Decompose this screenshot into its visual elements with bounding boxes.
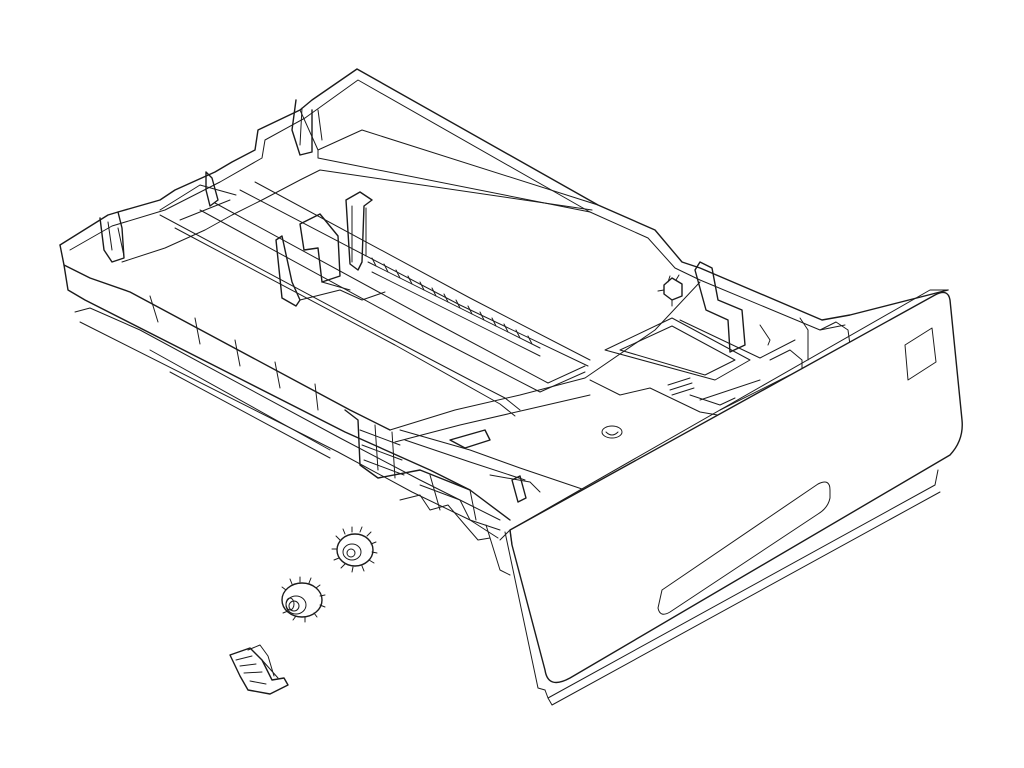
lift-lever-body <box>229 647 289 695</box>
floor-rack-base <box>367 261 541 357</box>
tray-left-rail-bottom <box>149 349 331 459</box>
front-label-window <box>904 327 937 381</box>
center-hole-inner <box>605 431 619 436</box>
left-rear-post-inner <box>107 221 125 257</box>
gear-large-teeth <box>331 526 378 573</box>
lift-lever <box>229 644 289 695</box>
rear-center-post-inner <box>299 107 323 146</box>
tray-left-wall-bottom <box>63 264 511 521</box>
floor-groove-6 <box>254 181 591 361</box>
front-left-hook <box>399 494 491 541</box>
side-guide-right-inner <box>351 205 367 263</box>
rear-center-post <box>291 99 313 156</box>
floor-groove-2 <box>174 227 516 417</box>
front-panel-bottom-lip-2 <box>547 491 941 706</box>
front-panel-face <box>509 291 963 684</box>
paper-tray-cassette <box>59 68 949 576</box>
center-hole <box>601 425 623 439</box>
front-left-slot <box>419 474 541 531</box>
side-guide-right <box>345 191 373 271</box>
front-panel-left-edge <box>504 529 546 691</box>
right-floor-teeth <box>667 377 736 406</box>
gear-small-rim <box>281 582 323 618</box>
floor-groove-5 <box>239 189 589 367</box>
tray-left-rail-lower <box>79 321 499 539</box>
tray-rear-rim-inner <box>69 79 846 331</box>
tray-left-rail <box>74 307 501 521</box>
floor-rack-teeth <box>371 257 533 345</box>
front-left-frame-rails <box>399 429 586 491</box>
gear-small-teeth <box>281 576 326 623</box>
gear-large <box>331 526 378 573</box>
front-left-lower-rib <box>429 474 511 576</box>
gear-large-bore <box>346 548 356 558</box>
right-rear-bracket <box>694 261 746 353</box>
gear-large-rim <box>336 533 374 567</box>
left-rear-post <box>99 211 125 263</box>
tray-left-wall-top <box>59 244 391 431</box>
rear-wall-clip-lines <box>159 184 237 221</box>
front-panel-top-edge <box>499 289 949 541</box>
lift-lever-ribs <box>235 655 267 685</box>
lift-plate-inner <box>619 325 736 376</box>
front-left-frame-grid <box>359 424 405 479</box>
gear-large-hub <box>342 543 362 561</box>
side-guide-left <box>275 235 301 307</box>
side-guide-connector <box>299 281 386 301</box>
right-rear-gear-teeth <box>657 274 680 307</box>
gear-small-boss <box>285 597 295 611</box>
floor-groove-4 <box>214 202 586 384</box>
front-left-frame <box>344 409 471 491</box>
tray-floor-back <box>121 169 593 263</box>
tray-left-wall-ribs <box>149 295 319 411</box>
floor-groove-3 <box>199 209 586 393</box>
tray-front-panel <box>499 289 963 706</box>
front-left-latch <box>449 429 491 449</box>
side-guide-back <box>299 213 341 283</box>
floor-groove-1 <box>159 214 521 411</box>
tray-rear-wall-step <box>317 149 591 213</box>
right-rear-bracket-inner <box>759 317 809 361</box>
front-handle-recess <box>657 481 831 615</box>
gear-small <box>281 576 326 623</box>
front-panel-bottom-lip <box>544 469 939 699</box>
front-left-clip <box>511 475 527 503</box>
center-ridge-lower <box>394 394 591 443</box>
right-rear-gear <box>663 277 683 301</box>
tray-rear-wall-ledge <box>299 109 599 206</box>
lift-lever-arm <box>247 644 279 679</box>
lift-plate-outline <box>604 317 751 381</box>
